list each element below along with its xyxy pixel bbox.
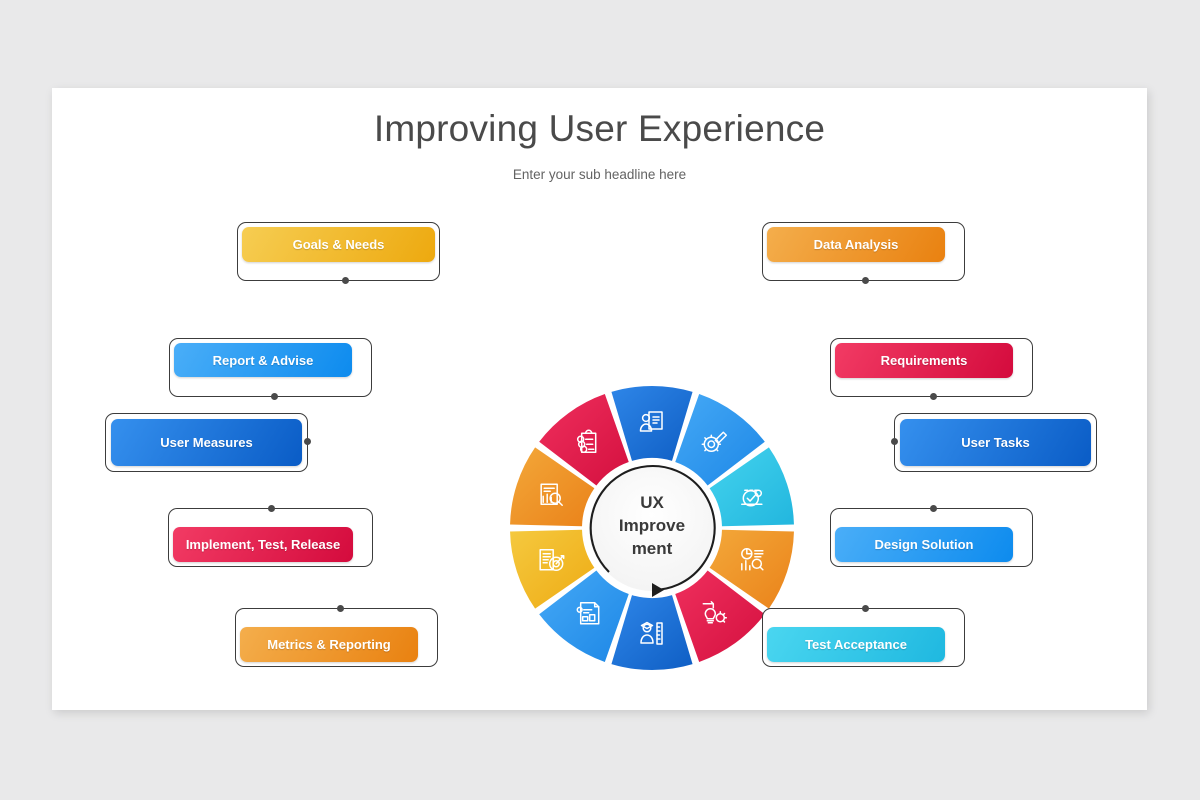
box-fill: Design Solution	[835, 527, 1013, 562]
analytics-chart-icon	[741, 548, 764, 571]
label-box-test-acceptance[interactable]: Test Acceptance	[762, 605, 965, 667]
connector-dot	[930, 505, 937, 512]
arrow-head-icon	[652, 583, 664, 597]
label-box-design-solution[interactable]: Design Solution	[830, 505, 1033, 567]
label-text: Requirements	[880, 353, 968, 368]
page-subtitle: Enter your sub headline here	[512, 167, 687, 182]
connector-dot	[342, 277, 349, 284]
page-title: Improving User Experience	[373, 108, 826, 149]
segment-icons	[539, 411, 764, 645]
hub-label: UX Improve ment	[597, 491, 707, 560]
label-text: User Measures	[160, 435, 253, 450]
donut-hub	[589, 465, 715, 591]
connector-dot	[337, 605, 344, 612]
donut-segment-user-measures[interactable]	[611, 595, 693, 670]
box-fill: Goals & Needs	[242, 227, 435, 262]
label-box-report-advise[interactable]: Report & Advise	[169, 338, 372, 400]
report-chart-icon	[576, 602, 600, 625]
connector-dot	[271, 393, 278, 400]
connector-dot	[891, 438, 898, 445]
connector-dot	[304, 438, 311, 445]
hub-line-1: UX	[640, 493, 664, 512]
label-text: Design Solution	[874, 537, 974, 552]
box-fill: User Measures	[111, 419, 302, 466]
label-text: Implement, Test, Release	[185, 537, 341, 552]
report-magnifier-icon	[540, 483, 563, 506]
label-text: Metrics & Reporting	[267, 637, 391, 652]
box-fill: Report & Advise	[174, 343, 352, 377]
label-text: Goals & Needs	[292, 237, 385, 252]
box-fill: User Tasks	[900, 419, 1091, 466]
clipboard-checklist-icon	[576, 429, 597, 453]
label-box-implement-test[interactable]: Implement, Test, Release	[168, 505, 373, 567]
connector-dot	[862, 277, 869, 284]
goal-target-icon	[539, 549, 565, 572]
label-text: Test Acceptance	[805, 637, 907, 652]
label-box-data-analysis[interactable]: Data Analysis	[762, 222, 965, 284]
connector-dot	[862, 605, 869, 612]
box-fill: Requirements	[835, 343, 1013, 378]
label-text: Report & Advise	[212, 352, 314, 368]
label-box-requirements[interactable]: Requirements	[830, 338, 1033, 400]
donut-segment-metrics-reporting[interactable]	[709, 529, 794, 609]
label-box-user-measures[interactable]: User Measures	[105, 413, 311, 472]
label-box-metrics-reporting[interactable]: Metrics & Reporting	[235, 605, 438, 667]
box-fill: Data Analysis	[767, 227, 945, 262]
label-text: Data Analysis	[813, 237, 899, 252]
box-fill: Test Acceptance	[767, 627, 945, 662]
user-document-icon	[639, 411, 663, 432]
donut-segment-test-acceptance[interactable]	[709, 447, 794, 527]
donut-segment-data-analysis[interactable]	[510, 447, 595, 527]
donut-segment-implement-test[interactable]	[675, 570, 765, 662]
label-text: User Tasks	[961, 435, 1030, 450]
hub-line-3: ment	[631, 539, 673, 558]
donut-segment-design-solution[interactable]	[675, 394, 765, 486]
gear-pencil-icon	[701, 431, 728, 452]
slide-card: Improving User Experience Enter your sub…	[52, 88, 1147, 710]
connector-dot	[930, 393, 937, 400]
user-ruler-icon	[640, 621, 663, 645]
circular-arrow-icon	[589, 464, 716, 592]
donut-chart	[510, 386, 794, 670]
hub-line-2: Improve	[618, 516, 686, 535]
donut-segment-user-tasks[interactable]	[611, 386, 693, 461]
box-fill: Implement, Test, Release	[173, 527, 353, 562]
bulb-gear-icon	[702, 601, 728, 624]
label-box-user-tasks[interactable]: User Tasks	[891, 413, 1097, 472]
connector-dot	[268, 505, 275, 512]
test-check-icon	[741, 489, 763, 507]
box-fill: Metrics & Reporting	[240, 627, 418, 662]
label-box-goals-needs[interactable]: Goals & Needs	[237, 222, 440, 284]
